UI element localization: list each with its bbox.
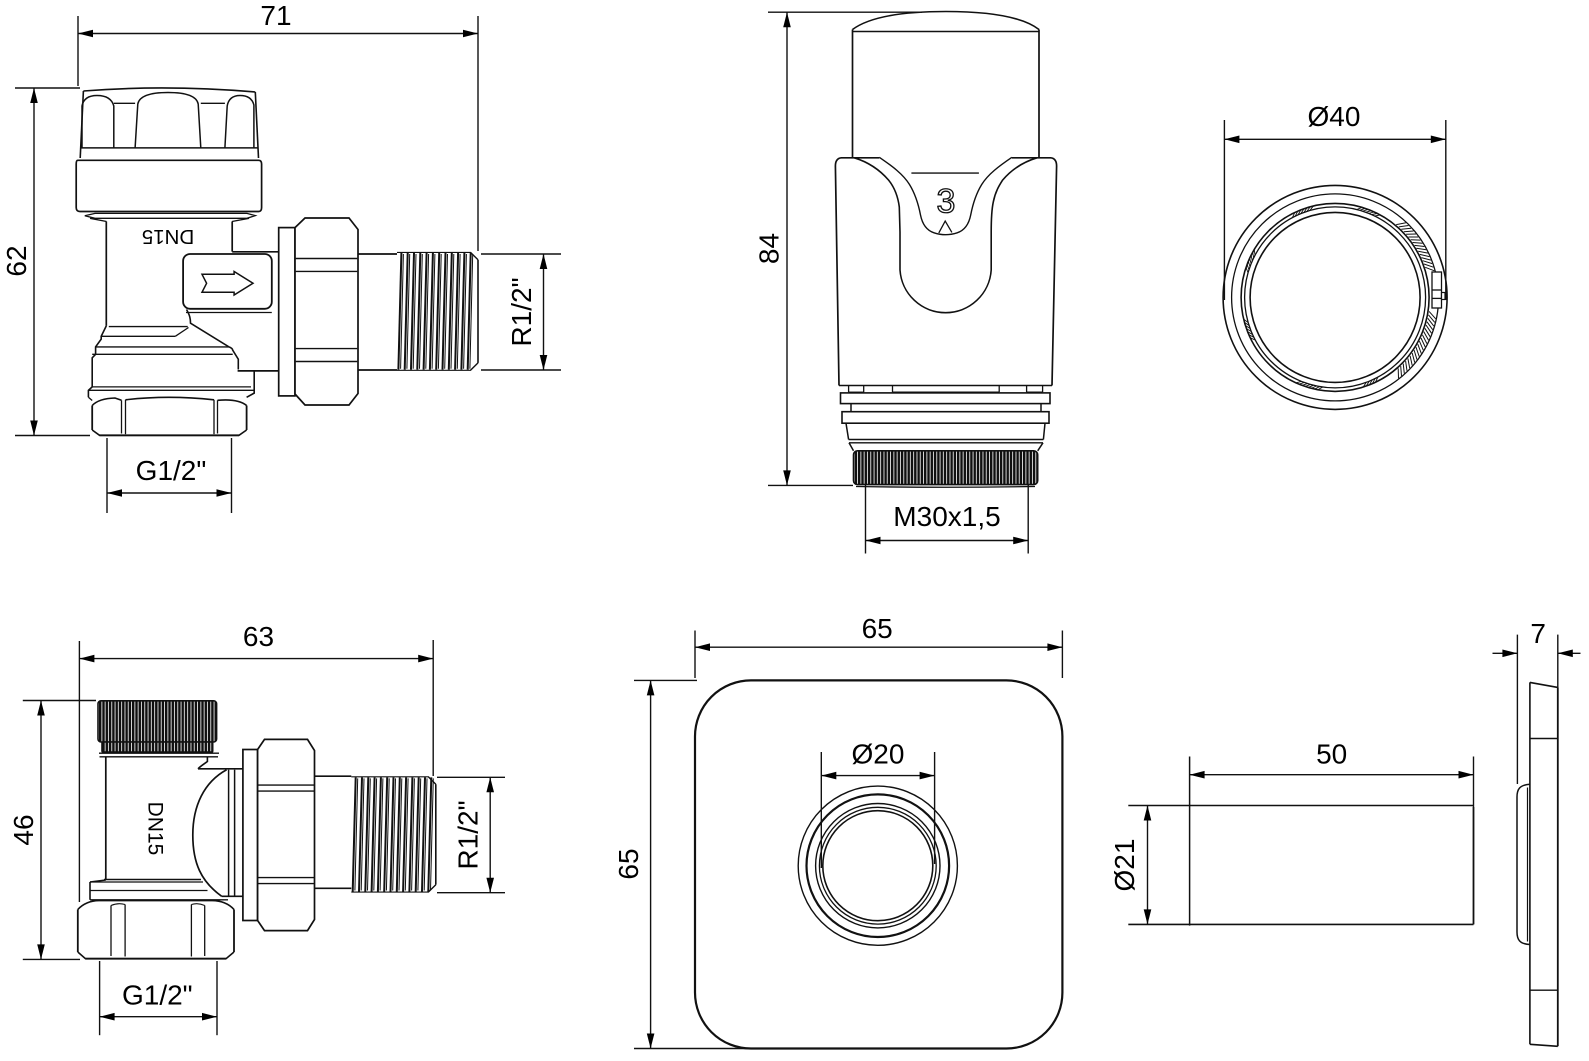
- svg-text:Ø21: Ø21: [1109, 839, 1140, 892]
- svg-text:Ø20: Ø20: [852, 739, 905, 770]
- svg-text:3: 3: [937, 183, 956, 221]
- svg-text:46: 46: [8, 814, 39, 845]
- svg-text:7: 7: [1530, 618, 1546, 649]
- svg-text:71: 71: [260, 0, 291, 31]
- svg-text:G1/2": G1/2": [136, 455, 207, 486]
- svg-text:DN15: DN15: [144, 802, 167, 856]
- svg-text:63: 63: [243, 621, 274, 652]
- svg-text:R1/2": R1/2": [506, 277, 537, 346]
- svg-text:G1/2": G1/2": [122, 979, 193, 1010]
- svg-text:84: 84: [754, 233, 785, 264]
- svg-text:65: 65: [862, 613, 893, 644]
- svg-text:62: 62: [1, 245, 32, 276]
- svg-text:50: 50: [1316, 739, 1347, 770]
- svg-text:DN15: DN15: [142, 225, 194, 248]
- svg-text:R1/2": R1/2": [453, 800, 484, 869]
- svg-text:Ø40: Ø40: [1308, 101, 1361, 132]
- svg-text:65: 65: [613, 848, 644, 879]
- svg-text:M30x1,5: M30x1,5: [893, 501, 1000, 532]
